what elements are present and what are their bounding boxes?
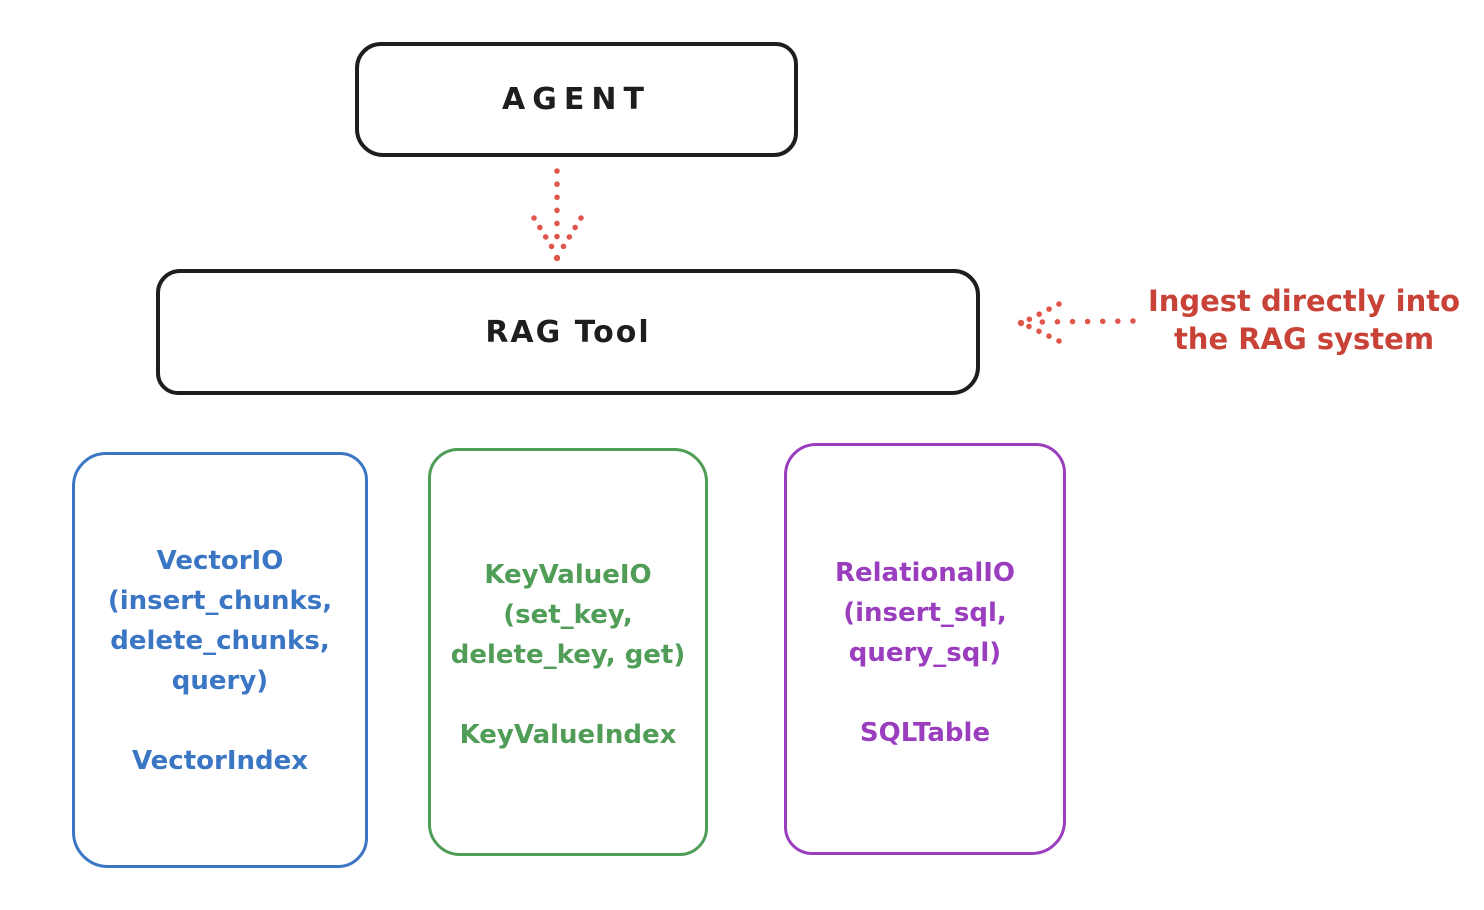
vector-io-line: VectorIO: [156, 546, 284, 576]
relational-io-line: (insert_sql,: [843, 598, 1007, 628]
vector-io-line: (insert_chunks,: [107, 586, 333, 616]
relational-io-line: RelationalIO: [834, 558, 1016, 588]
keyvalue-index-label: KeyValueIndex: [459, 720, 677, 750]
vector-index-label: VectorIndex: [131, 746, 309, 776]
ingest-annotation: Ingest directly into the RAG system: [1130, 282, 1478, 358]
keyvalue-io-box: KeyValueIO (set_key, delete_key, get) Ke…: [428, 448, 708, 856]
agent-label: AGENT: [502, 82, 651, 117]
ingest-arrow: [1017, 301, 1136, 344]
rag-tool-node: RAG Tool: [156, 269, 980, 395]
agent-to-rag-arrow: [531, 168, 584, 262]
vector-io-line: delete_chunks,: [110, 626, 330, 656]
keyvalue-io-line: (set_key,: [503, 600, 633, 630]
vector-io-line: query): [171, 666, 269, 696]
agent-node: AGENT: [355, 42, 798, 157]
sql-table-label: SQLTable: [859, 718, 991, 748]
ingest-annotation-line1: Ingest directly into: [1147, 284, 1461, 318]
relational-io-box: RelationalIO (insert_sql, query_sql) SQL…: [784, 443, 1066, 855]
keyvalue-io-line: delete_key, get): [450, 640, 686, 670]
keyvalue-io-line: KeyValueIO: [484, 560, 652, 590]
ingest-annotation-line2: the RAG system: [1173, 322, 1435, 356]
vector-io-box: VectorIO (insert_chunks, delete_chunks, …: [72, 452, 368, 868]
relational-io-line: query_sql): [848, 638, 1002, 668]
rag-tool-label: RAG Tool: [485, 314, 651, 350]
